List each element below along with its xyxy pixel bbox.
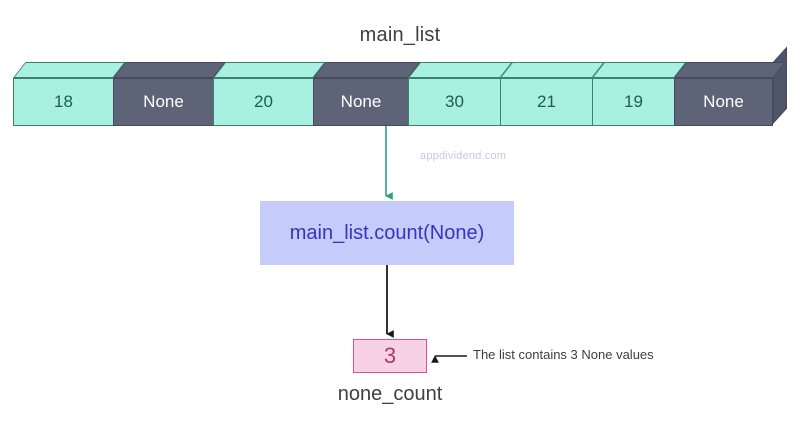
list-cell-2: 20: [213, 78, 313, 126]
list-cell-top-face-7: [674, 62, 786, 78]
list-cell-top-face-5: [500, 62, 605, 78]
list-cells-row: 18 None 20 None 30 21 19 None: [13, 78, 773, 126]
result-variable-label: none_count: [337, 383, 443, 405]
list-cell-6: 19: [592, 78, 674, 126]
list-cell-top-face-2: [213, 62, 326, 78]
list-right-side-face: [773, 46, 787, 124]
list-cell-value-4: 30: [445, 92, 464, 111]
list-cell-value-7: None: [703, 92, 744, 111]
list-cell-5: 21: [500, 78, 592, 126]
annotation-text: The list contains 3 None values: [473, 347, 654, 362]
method-call-box: main_list.count(None): [260, 201, 514, 265]
list-cell-value-1: None: [143, 92, 184, 111]
list-cell-value-5: 21: [537, 92, 556, 111]
list-cell-4: 30: [408, 78, 500, 126]
main-list-visual: 18 None 20 None 30 21 19 None: [13, 46, 787, 126]
list-cell-1: None: [113, 78, 213, 126]
page-title: main_list: [359, 24, 441, 46]
method-call-label: main_list.count(None): [289, 221, 485, 244]
list-cell-value-6: 19: [624, 92, 643, 111]
list-cell-3: None: [313, 78, 408, 126]
list-cell-top-face-0: [13, 62, 126, 78]
list-cell-top-face-3: [313, 62, 421, 78]
watermark-text: appdividend.com: [420, 150, 507, 162]
list-cell-top-face-6: [592, 62, 687, 78]
list-cell-top-face-1: [113, 62, 226, 78]
list-cell-0: 18: [13, 78, 113, 126]
list-cell-value-0: 18: [54, 92, 73, 111]
result-value: 3: [383, 343, 397, 368]
list-cell-7: None: [674, 78, 773, 126]
list-cell-value-3: None: [340, 92, 382, 111]
list-cell-top-face-4: [408, 62, 513, 78]
result-value-box: 3: [353, 339, 427, 373]
list-cell-value-2: 20: [254, 92, 273, 111]
